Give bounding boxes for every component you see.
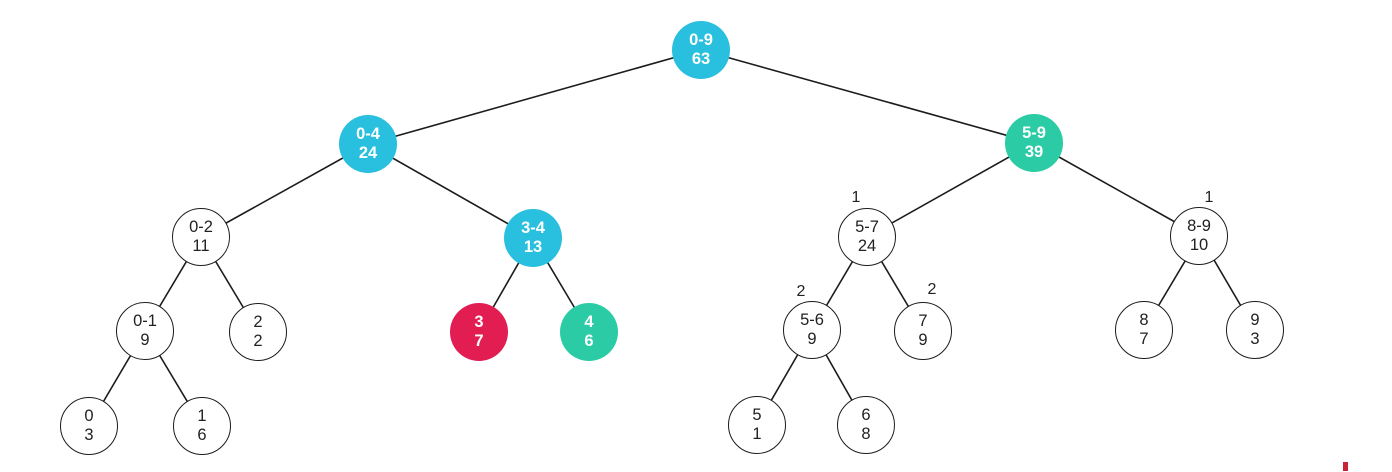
tree-edge (367, 143, 534, 239)
tree-node-5-9: 5-9 39 (1005, 114, 1063, 172)
tree-node-4: 4 6 (560, 303, 618, 361)
tree-node-0-9: 0-9 63 (672, 21, 730, 79)
node-value: 63 (691, 50, 711, 68)
lazy-label-8-9: 1 (1204, 189, 1214, 206)
tree-edge (700, 49, 1035, 144)
node-value: 10 (1189, 236, 1209, 254)
node-range: 0-2 (189, 218, 213, 236)
node-range: 5-7 (855, 218, 879, 236)
node-value: 3 (1250, 330, 1260, 348)
tree-node-9: 9 3 (1226, 301, 1284, 359)
node-range: 4 (584, 313, 594, 331)
tree-node-5-6: 5-6 9 (783, 301, 841, 359)
tree-node-2: 2 2 (229, 303, 287, 361)
node-range: 9 (1250, 311, 1260, 329)
tree-node-3-4: 3-4 13 (504, 209, 562, 267)
node-value: 1 (752, 425, 762, 443)
node-value: 13 (523, 238, 543, 256)
tree-node-5-7: 5-7 24 (838, 208, 896, 266)
tree-node-8: 8 7 (1115, 301, 1173, 359)
node-value: 8 (861, 425, 871, 443)
lazy-label-5-7: 1 (851, 189, 861, 206)
node-range: 0-4 (356, 125, 380, 143)
node-value: 24 (857, 237, 877, 255)
node-value: 39 (1024, 143, 1044, 161)
node-value: 9 (918, 331, 928, 349)
node-range: 3-4 (521, 219, 545, 237)
tree-node-7: 7 9 (894, 302, 952, 360)
node-value: 24 (358, 144, 378, 162)
node-value: 7 (1139, 330, 1149, 348)
node-value: 9 (807, 330, 817, 348)
tree-node-0-4: 0-4 24 (339, 115, 397, 173)
lazy-label-7: 2 (927, 281, 937, 298)
node-range: 5-6 (800, 311, 824, 329)
lazy-label-5-6: 2 (796, 283, 806, 300)
node-range: 0 (84, 407, 94, 425)
tree-node-1: 1 6 (173, 397, 231, 455)
node-range: 6 (861, 406, 871, 424)
tree-node-0-1: 0-1 9 (116, 302, 174, 360)
tree-node-3: 3 7 (450, 303, 508, 361)
node-range: 5-9 (1022, 124, 1046, 142)
node-range: 3 (474, 313, 484, 331)
tree-edge (200, 143, 369, 238)
node-range: 1 (197, 407, 207, 425)
node-value: 9 (140, 331, 150, 349)
tree-node-6: 6 8 (837, 396, 895, 454)
node-value: 7 (474, 332, 484, 350)
node-value: 6 (584, 332, 594, 350)
tree-edge (367, 49, 702, 145)
node-range: 5 (752, 406, 762, 424)
node-value: 11 (192, 237, 210, 255)
node-range: 0-9 (689, 31, 713, 49)
tree-edge (1033, 142, 1201, 237)
tree-edge (866, 142, 1035, 238)
node-value: 3 (84, 426, 94, 444)
node-range: 2 (253, 313, 263, 331)
node-range: 7 (918, 312, 928, 330)
node-range: 0-1 (133, 312, 157, 330)
tree-node-0-2: 0-2 11 (172, 208, 230, 266)
red-edge-marker (1343, 462, 1348, 471)
node-range: 8 (1139, 311, 1149, 329)
tree-node-8-9: 8-9 10 (1170, 207, 1228, 265)
node-range: 8-9 (1187, 217, 1211, 235)
node-value: 6 (197, 426, 207, 444)
node-value: 2 (253, 332, 263, 350)
tree-node-0: 0 3 (60, 397, 118, 455)
tree-node-5: 5 1 (728, 396, 786, 454)
